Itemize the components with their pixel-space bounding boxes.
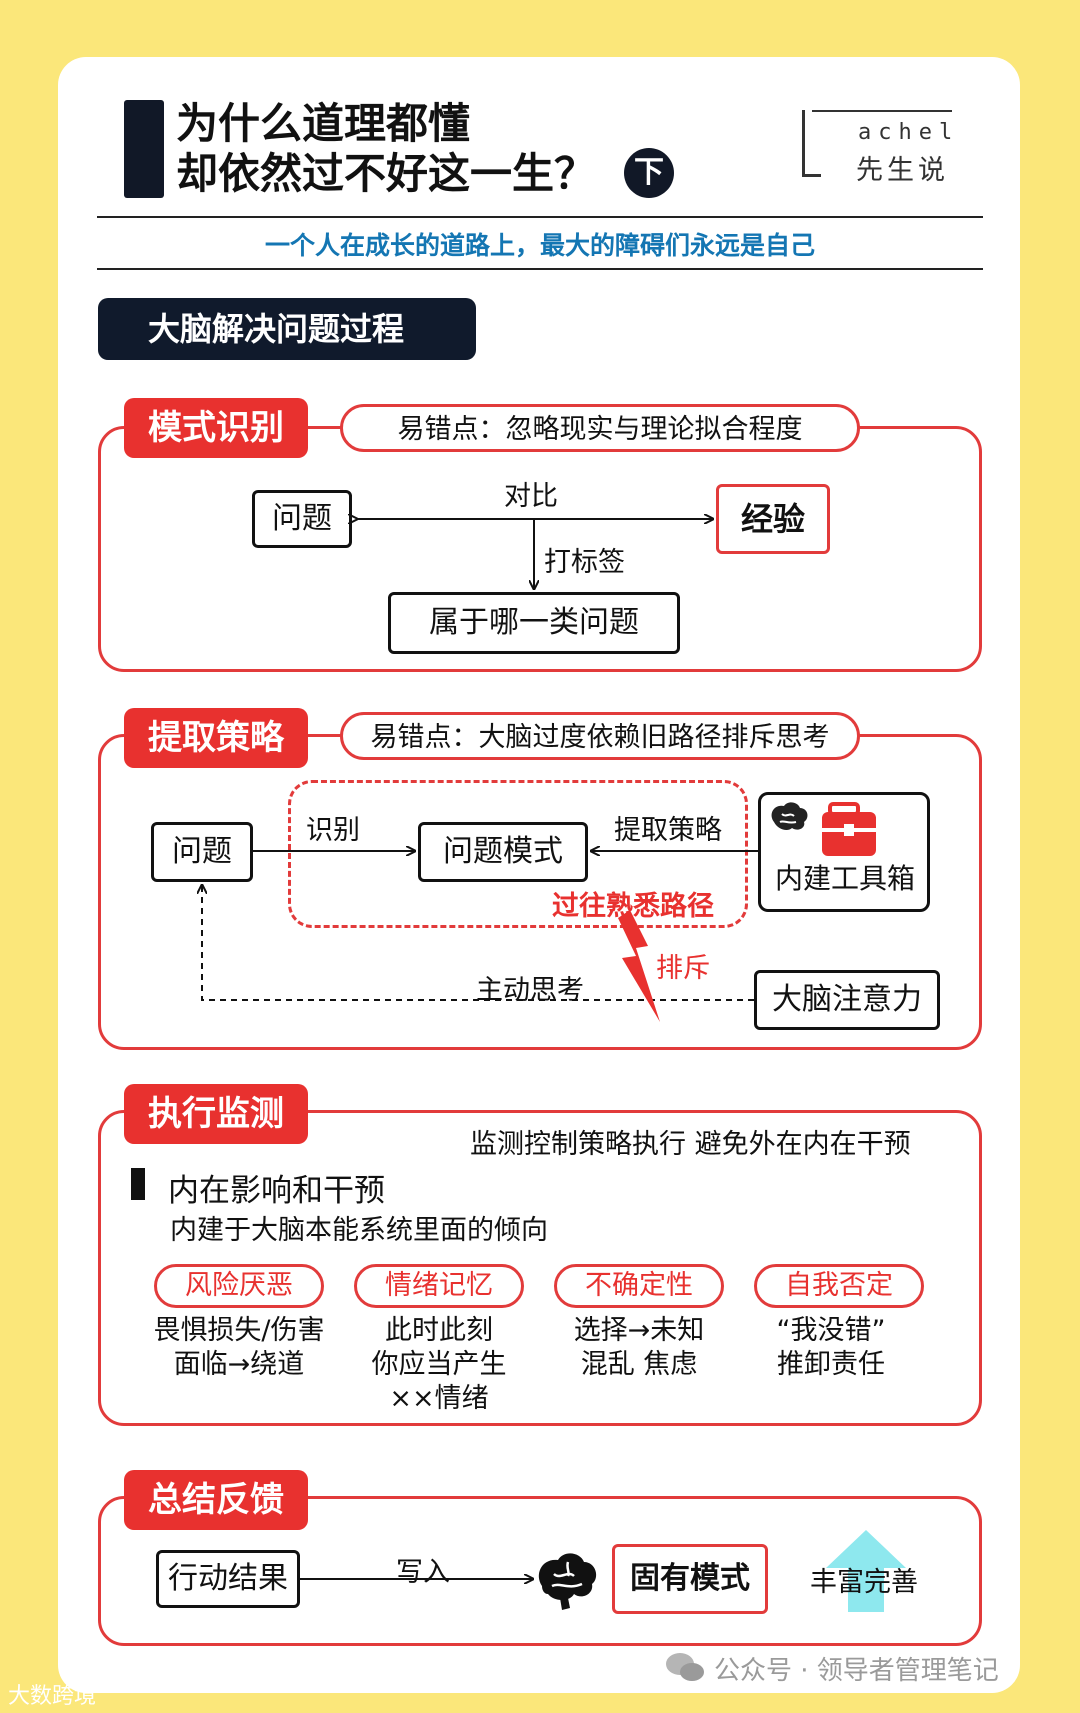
trait-tag: 自我否定 bbox=[754, 1264, 924, 1308]
trait-tag: 风险厌恶 bbox=[154, 1264, 324, 1308]
part-badge: 下 bbox=[624, 148, 674, 198]
brand-logo: achel 先生说 bbox=[802, 110, 952, 186]
node-attention: 大脑注意力 bbox=[754, 970, 940, 1030]
brain-icon bbox=[771, 802, 808, 830]
stage4-tag: 总结反馈 bbox=[124, 1470, 308, 1530]
edge-identify-label: 识别 bbox=[306, 815, 360, 846]
node-pattern: 问题模式 bbox=[418, 822, 588, 882]
node-category: 属于哪一类问题 bbox=[388, 592, 680, 654]
watermark: 大数跨境 bbox=[8, 1678, 96, 1710]
brain-icon bbox=[538, 1553, 597, 1610]
enrich-label: 丰富完善 bbox=[810, 1567, 918, 1598]
stage3-subheading: 内在影响和干预 bbox=[168, 1173, 385, 1209]
subtitle: 一个人在成长的道路上，最大的障碍们永远是自己 bbox=[264, 231, 815, 260]
node-experience: 经验 bbox=[716, 484, 830, 554]
edge-extract-label: 提取策略 bbox=[614, 815, 722, 846]
watermark-label: 大数跨境 bbox=[8, 1684, 97, 1709]
trait-desc: 畏惧损失/伤害面临→绕道 bbox=[153, 1315, 325, 1380]
logo-cn: 先生说 bbox=[856, 155, 949, 186]
stage3-desc: 监测控制策略执行 避免外在内在干预 bbox=[470, 1129, 911, 1160]
up-arrow-icon bbox=[826, 1530, 906, 1612]
active-think-arrow bbox=[202, 886, 754, 1001]
toolbox-icon bbox=[822, 802, 876, 856]
edge-write-label: 写入 bbox=[396, 1557, 450, 1588]
trait-tag: 情绪记忆 bbox=[354, 1264, 524, 1308]
toolbox-node: 内建工具箱 bbox=[758, 792, 930, 912]
divider bbox=[97, 216, 983, 218]
stage4-panel bbox=[98, 1496, 982, 1646]
title-accent-bar bbox=[124, 100, 164, 198]
node-result: 行动结果 bbox=[156, 1550, 300, 1608]
wechat-label: 公众号 · 领导者管理笔记 bbox=[714, 1656, 999, 1686]
stage1-tag: 模式识别 bbox=[124, 398, 308, 458]
stage3-tag: 执行监测 bbox=[124, 1084, 308, 1144]
edge-compare-label: 对比 bbox=[504, 481, 558, 512]
stage2-pitfall: 易错点：大脑过度依赖旧路径排斥思考 bbox=[340, 712, 860, 760]
trait-desc: 选择→未知混乱 焦虑 bbox=[573, 1315, 705, 1380]
stage3-panel bbox=[98, 1110, 982, 1426]
trait-desc: 此时此刻你应当产生××情绪 bbox=[371, 1315, 507, 1414]
title-line-1: 为什么道理都懂 bbox=[176, 99, 471, 148]
node-problem-2: 问题 bbox=[151, 822, 253, 882]
familiar-path-zone bbox=[288, 780, 748, 928]
reject-label: 排斥 bbox=[656, 953, 710, 984]
trait-tag: 不确定性 bbox=[554, 1264, 724, 1308]
edge-tag-label: 打标签 bbox=[544, 547, 625, 578]
wechat-icon bbox=[666, 1653, 704, 1681]
logo-en: achel bbox=[858, 120, 960, 145]
trait-desc: “我没错”推卸责任 bbox=[776, 1315, 886, 1380]
node-fixed-pattern: 固有模式 bbox=[612, 1544, 768, 1614]
lightning-icon bbox=[618, 910, 660, 1022]
stage3-subdesc: 内建于大脑本能系统里面的倾向 bbox=[170, 1215, 548, 1246]
title-line-2: 却依然过不好这一生？ bbox=[176, 149, 597, 198]
section-title: 大脑解决问题过程 bbox=[98, 298, 476, 360]
subheading-bar bbox=[131, 1168, 145, 1200]
node-problem: 问题 bbox=[252, 490, 352, 548]
toolbox-label: 内建工具箱 bbox=[775, 862, 916, 895]
wechat-account: 公众号 · 领导者管理笔记 bbox=[664, 1650, 999, 1687]
stage2-tag: 提取策略 bbox=[124, 708, 308, 768]
stage1-pitfall: 易错点：忽略现实与理论拟合程度 bbox=[340, 404, 860, 452]
divider bbox=[97, 268, 983, 270]
